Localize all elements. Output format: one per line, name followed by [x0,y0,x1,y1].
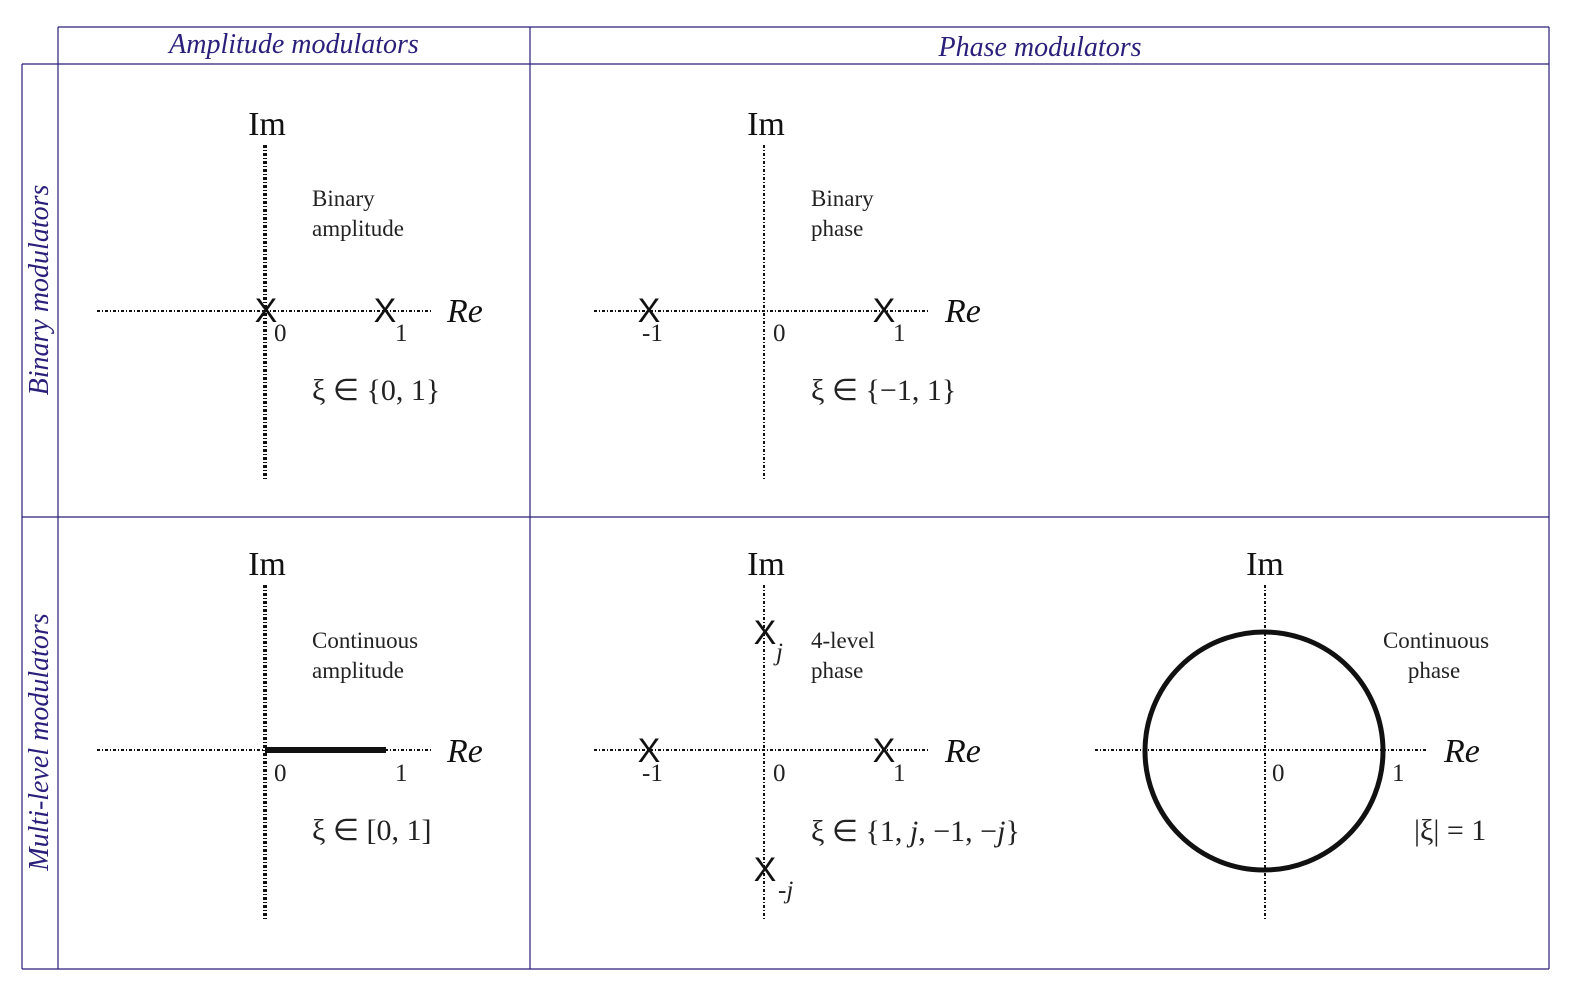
panel-description-line1: Binary [811,186,874,211]
im-axis-label: Im [747,106,785,143]
constellation-point-neg-1: X [638,292,661,330]
re-axis-label: Re [944,733,981,770]
constellation-point-neg-j: X [754,851,777,889]
column-header-amplitude: Amplitude modulators [167,29,419,60]
im-axis-label: Im [248,106,286,143]
tick-label-zero: 0 [274,760,287,787]
constellation-point-1: X [374,292,397,330]
panel-description-line1: Continuous [312,628,418,653]
constellation-point-0: X [255,292,278,330]
im-axis-label: Im [747,546,785,583]
panel-binary-phase: Im Re Binary phase X X -1 0 1 ξ ∈ {−1, 1… [594,106,981,480]
constellation-point-1: X [873,292,896,330]
panel-description-line1: 4-level [811,628,875,653]
panel-binary-amplitude: Im Re Binary amplitude X X 0 1 ξ ∈ {0, 1… [97,106,483,480]
re-axis-label: Re [446,293,483,330]
tick-label-j: j [773,639,783,666]
panel-description-line1: Continuous [1383,628,1489,653]
unit-circle [1142,629,1386,873]
tick-label-neg-j: -j [778,877,793,904]
row-header-multilevel: Multi-level modulators [24,613,55,872]
panel-continuous-amplitude: Im Re Continuous amplitude 0 1 ξ ∈ [0, 1… [97,546,483,920]
panel-description-line2: phase [811,658,863,683]
panel-description-line2: phase [811,216,863,241]
symbol-set: |ξ| = 1 [1414,814,1486,847]
tick-label-neg-one: -1 [642,760,663,787]
column-header-phase: Phase modulators [938,32,1142,63]
symbol-set: ξ ∈ {1, j, −1, −j} [811,815,1020,848]
panel-description-line2: amplitude [312,216,404,241]
im-axis-label: Im [248,546,286,583]
row-header-binary: Binary modulators [24,185,55,396]
constellation-point-neg-1: X [638,732,661,770]
tick-label-zero: 0 [274,320,287,347]
re-axis-label: Re [446,733,483,770]
tick-label-one: 1 [395,320,408,347]
tick-label-one: 1 [1392,760,1405,787]
panel-description-line2: amplitude [312,658,404,683]
constellation-point-1: X [873,732,896,770]
symbol-set: ξ ∈ {−1, 1} [811,374,956,407]
tick-label-zero: 0 [1272,760,1285,787]
tick-label-zero: 0 [773,320,786,347]
symbol-set: ξ ∈ {0, 1} [312,374,440,407]
symbol-set: ξ ∈ [0, 1] [312,814,432,847]
tick-label-one: 1 [893,760,906,787]
table-grid [21,26,1550,970]
panel-continuous-phase: Im Re Continuous phase 0 1 |ξ| = 1 [1095,546,1489,920]
tick-label-one: 1 [395,760,408,787]
tick-label-zero: 0 [773,760,786,787]
re-axis-label: Re [944,293,981,330]
tick-label-neg-one: -1 [642,320,663,347]
panel-four-level-phase: Im Re 4-level phase X X X X -1 0 1 j -j … [594,546,1020,920]
constellation-point-j: X [754,614,777,652]
panel-description-line1: Binary [312,186,375,211]
tick-label-one: 1 [893,320,906,347]
im-axis-label: Im [1246,546,1284,583]
re-axis-label: Re [1443,733,1480,770]
panel-description-line2: phase [1408,658,1460,683]
